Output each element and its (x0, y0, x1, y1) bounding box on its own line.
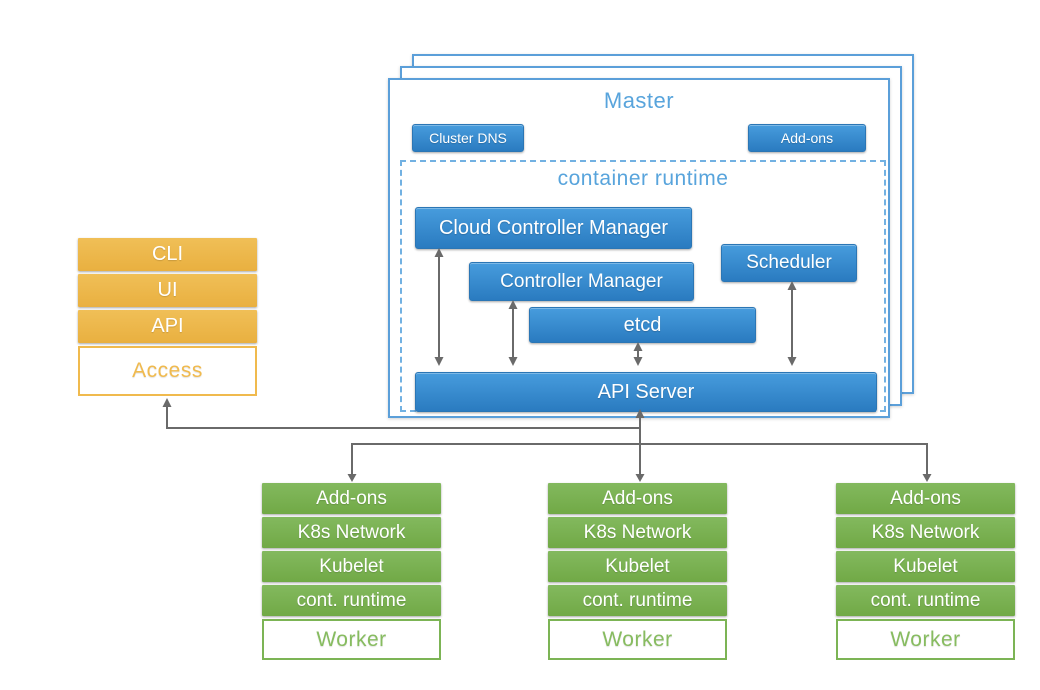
cli-box: CLI (78, 238, 257, 271)
worker2-kubelet-box: Kubelet (548, 551, 727, 582)
master-node-box: Master Cluster DNS Add-ons container run… (388, 78, 890, 418)
access-base-box: Access (78, 346, 257, 396)
worker2-k8s-network-box: K8s Network (548, 517, 727, 548)
worker2-cont-runtime-box: cont. runtime (548, 585, 727, 616)
worker-stack-3: Add-ons K8s Network Kubelet cont. runtim… (836, 483, 1015, 660)
master-addons-box: Add-ons (748, 124, 866, 152)
container-runtime-title: container runtime (557, 167, 729, 190)
worker3-k8s-network-box: K8s Network (836, 517, 1015, 548)
etcd-box: etcd (529, 307, 756, 343)
arrowhead-worker1-down-icon (347, 474, 357, 482)
worker1-cont-runtime-box: cont. runtime (262, 585, 441, 616)
controller-manager-box: Controller Manager (469, 262, 694, 301)
worker1-addons-box: Add-ons (262, 483, 441, 514)
container-runtime-box: container runtime Cloud Controller Manag… (400, 160, 886, 412)
worker3-cont-runtime-box: cont. runtime (836, 585, 1015, 616)
api-box: API (78, 310, 257, 343)
worker-stack-1: Add-ons K8s Network Kubelet cont. runtim… (262, 483, 441, 660)
cluster-dns-box: Cluster DNS (412, 124, 524, 152)
ui-box: UI (78, 274, 257, 307)
branch-to-worker1-worker3 (351, 443, 928, 475)
master-title: Master (603, 88, 675, 113)
worker1-k8s-network-box: K8s Network (262, 517, 441, 548)
scheduler-box: Scheduler (721, 244, 857, 282)
arrowhead-worker2-down-icon (635, 474, 645, 482)
worker1-kubelet-box: Kubelet (262, 551, 441, 582)
worker2-addons-box: Add-ons (548, 483, 727, 514)
arrowhead-worker3-down-icon (922, 474, 932, 482)
worker2-base-box: Worker (548, 619, 727, 660)
worker3-base-box: Worker (836, 619, 1015, 660)
cloud-controller-manager-box: Cloud Controller Manager (415, 207, 692, 249)
worker3-addons-box: Add-ons (836, 483, 1015, 514)
api-server-box: API Server (415, 372, 877, 412)
worker3-kubelet-box: Kubelet (836, 551, 1015, 582)
arrowhead-access-up-icon (162, 398, 172, 407)
access-stack: CLI UI API Access (78, 238, 257, 396)
worker-stack-2: Add-ons K8s Network Kubelet cont. runtim… (548, 483, 727, 660)
worker1-base-box: Worker (262, 619, 441, 660)
